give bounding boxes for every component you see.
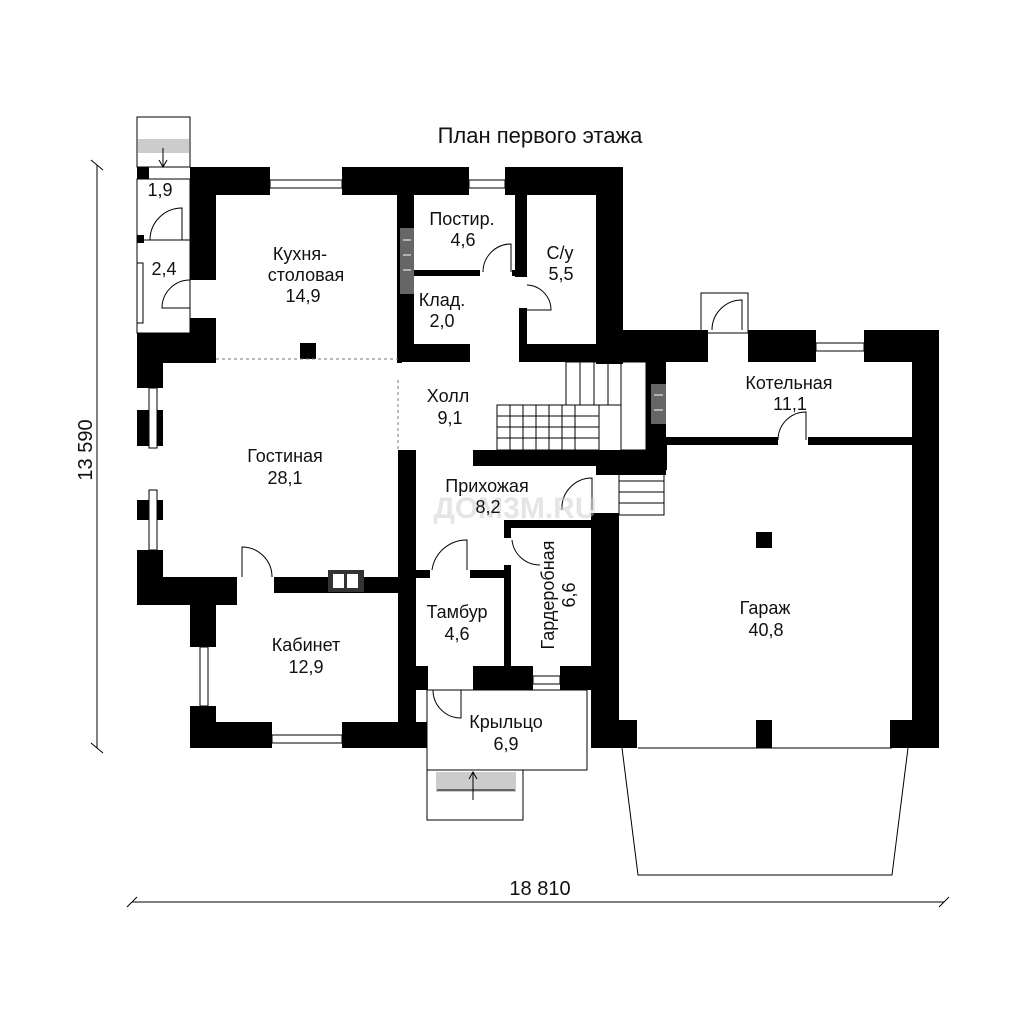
room-study: Кабинет 12,9 bbox=[272, 635, 340, 677]
room-area: 6,6 bbox=[559, 582, 579, 607]
room-laundry: Постир. 4,6 bbox=[429, 209, 494, 250]
room-area: 1,9 bbox=[147, 180, 172, 200]
room-name: Прихожая bbox=[445, 476, 528, 496]
room-name: Тамбур bbox=[426, 602, 487, 622]
room-storage: Клад. 2,0 bbox=[419, 290, 466, 331]
porch-structure bbox=[426, 689, 588, 821]
room-area: 2,4 bbox=[151, 259, 176, 279]
watermark: ДОМ3М.RU bbox=[433, 492, 596, 525]
height-dimension-label: 13 590 bbox=[75, 419, 97, 480]
room-area: 2,0 bbox=[429, 311, 454, 331]
room-name: Котельная bbox=[745, 373, 832, 393]
side-steps bbox=[136, 116, 191, 169]
room-name: Холл bbox=[427, 386, 469, 406]
room-area: 6,9 bbox=[493, 734, 518, 754]
room-name: Гардеробная bbox=[538, 541, 558, 650]
room-boiler: Котельная 11,1 bbox=[745, 373, 832, 414]
stairs bbox=[496, 361, 665, 516]
room-name: Постир. bbox=[429, 209, 494, 229]
width-dimension: 18 810 bbox=[126, 878, 950, 908]
height-dimension: 13 590 bbox=[75, 159, 104, 754]
room-hall: Холл 9,1 bbox=[427, 386, 469, 428]
room-name: Крыльцо bbox=[469, 712, 542, 732]
walls bbox=[137, 167, 939, 748]
garage-driveway bbox=[621, 747, 909, 876]
room-area: 4,6 bbox=[444, 624, 469, 644]
room-garage: Гараж 40,8 bbox=[740, 598, 791, 640]
kitchen-living-boundary bbox=[216, 358, 399, 450]
width-dimension-label: 18 810 bbox=[509, 878, 570, 900]
room-area: 14,9 bbox=[285, 286, 320, 306]
room-name-line2: столовая bbox=[268, 265, 345, 285]
doors bbox=[149, 207, 807, 719]
room-name: Кухня- bbox=[273, 244, 327, 264]
room-area: 5,5 bbox=[548, 264, 573, 284]
room-name: С/у bbox=[547, 243, 574, 263]
room-area: 9,1 bbox=[437, 408, 462, 428]
room-name: Кабинет bbox=[272, 635, 340, 655]
room-area: 12,9 bbox=[288, 657, 323, 677]
side-vestibule bbox=[136, 178, 191, 334]
room-name: Гараж bbox=[740, 598, 791, 618]
boiler-entry-canopy bbox=[700, 292, 749, 334]
room-living: Гостиная 28,1 bbox=[247, 446, 323, 488]
room-area: 11,1 bbox=[773, 394, 807, 414]
room-area: 40,8 bbox=[748, 620, 783, 640]
room-name: Гостиная bbox=[247, 446, 323, 466]
room-small-2: 2,4 bbox=[151, 259, 176, 279]
room-name: Клад. bbox=[419, 290, 466, 310]
room-area: 28,1 bbox=[267, 468, 302, 488]
room-kitchen-dining: Кухня- столовая 14,9 bbox=[268, 244, 345, 306]
room-vestibule: Тамбур 4,6 bbox=[426, 602, 487, 644]
windows bbox=[136, 179, 865, 744]
room-bathroom: С/у 5,5 bbox=[547, 243, 574, 284]
room-area: 8,2 bbox=[475, 497, 500, 517]
room-area: 4,6 bbox=[450, 230, 475, 250]
room-wardrobe: Гардеробная 6,6 bbox=[538, 541, 579, 650]
room-porch: Крыльцо 6,9 bbox=[469, 712, 542, 754]
plan-title: План первого этажа bbox=[438, 123, 644, 148]
room-small-1: 1,9 bbox=[147, 180, 172, 200]
room-entrance: Прихожая 8,2 bbox=[445, 476, 528, 517]
vent-blocks bbox=[328, 228, 666, 592]
